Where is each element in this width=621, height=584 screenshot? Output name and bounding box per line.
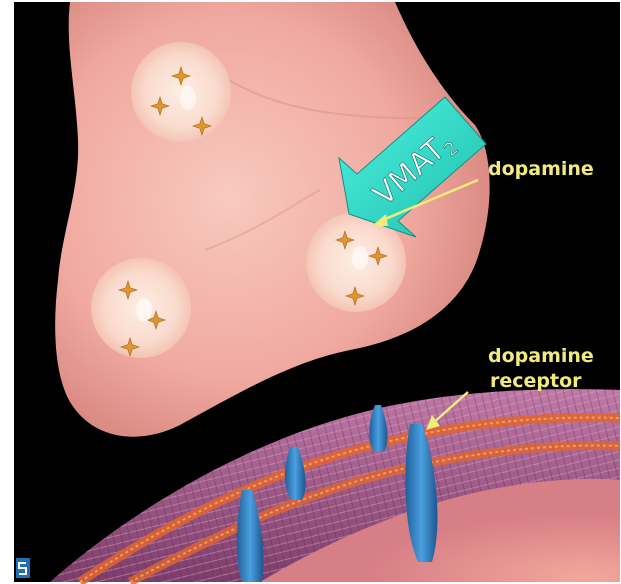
receptor-label-line2: receptor bbox=[490, 370, 582, 392]
vesicle-top bbox=[131, 42, 231, 142]
dopamine-label: dopamine bbox=[488, 158, 594, 180]
vesicle-left bbox=[91, 258, 191, 358]
logo-icon bbox=[16, 558, 30, 578]
receptor-label-line1: dopamine bbox=[488, 345, 594, 367]
